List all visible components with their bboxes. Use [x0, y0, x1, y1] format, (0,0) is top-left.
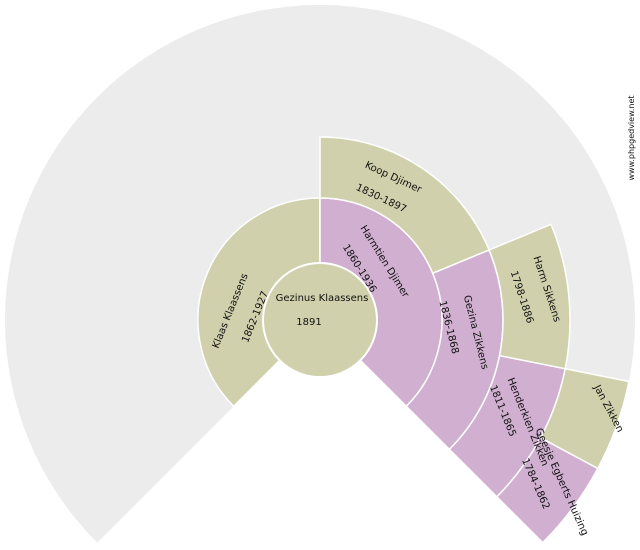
mmm-mother-segment[interactable]: [495, 436, 599, 544]
root-dates-label: 1891: [296, 317, 321, 328]
root-name-label: Gezinus Klaassens: [276, 293, 369, 304]
mm-father-segment[interactable]: [488, 223, 571, 370]
watermark: www.phpgedview.net: [627, 95, 636, 180]
root-person-circle[interactable]: [262, 262, 378, 378]
